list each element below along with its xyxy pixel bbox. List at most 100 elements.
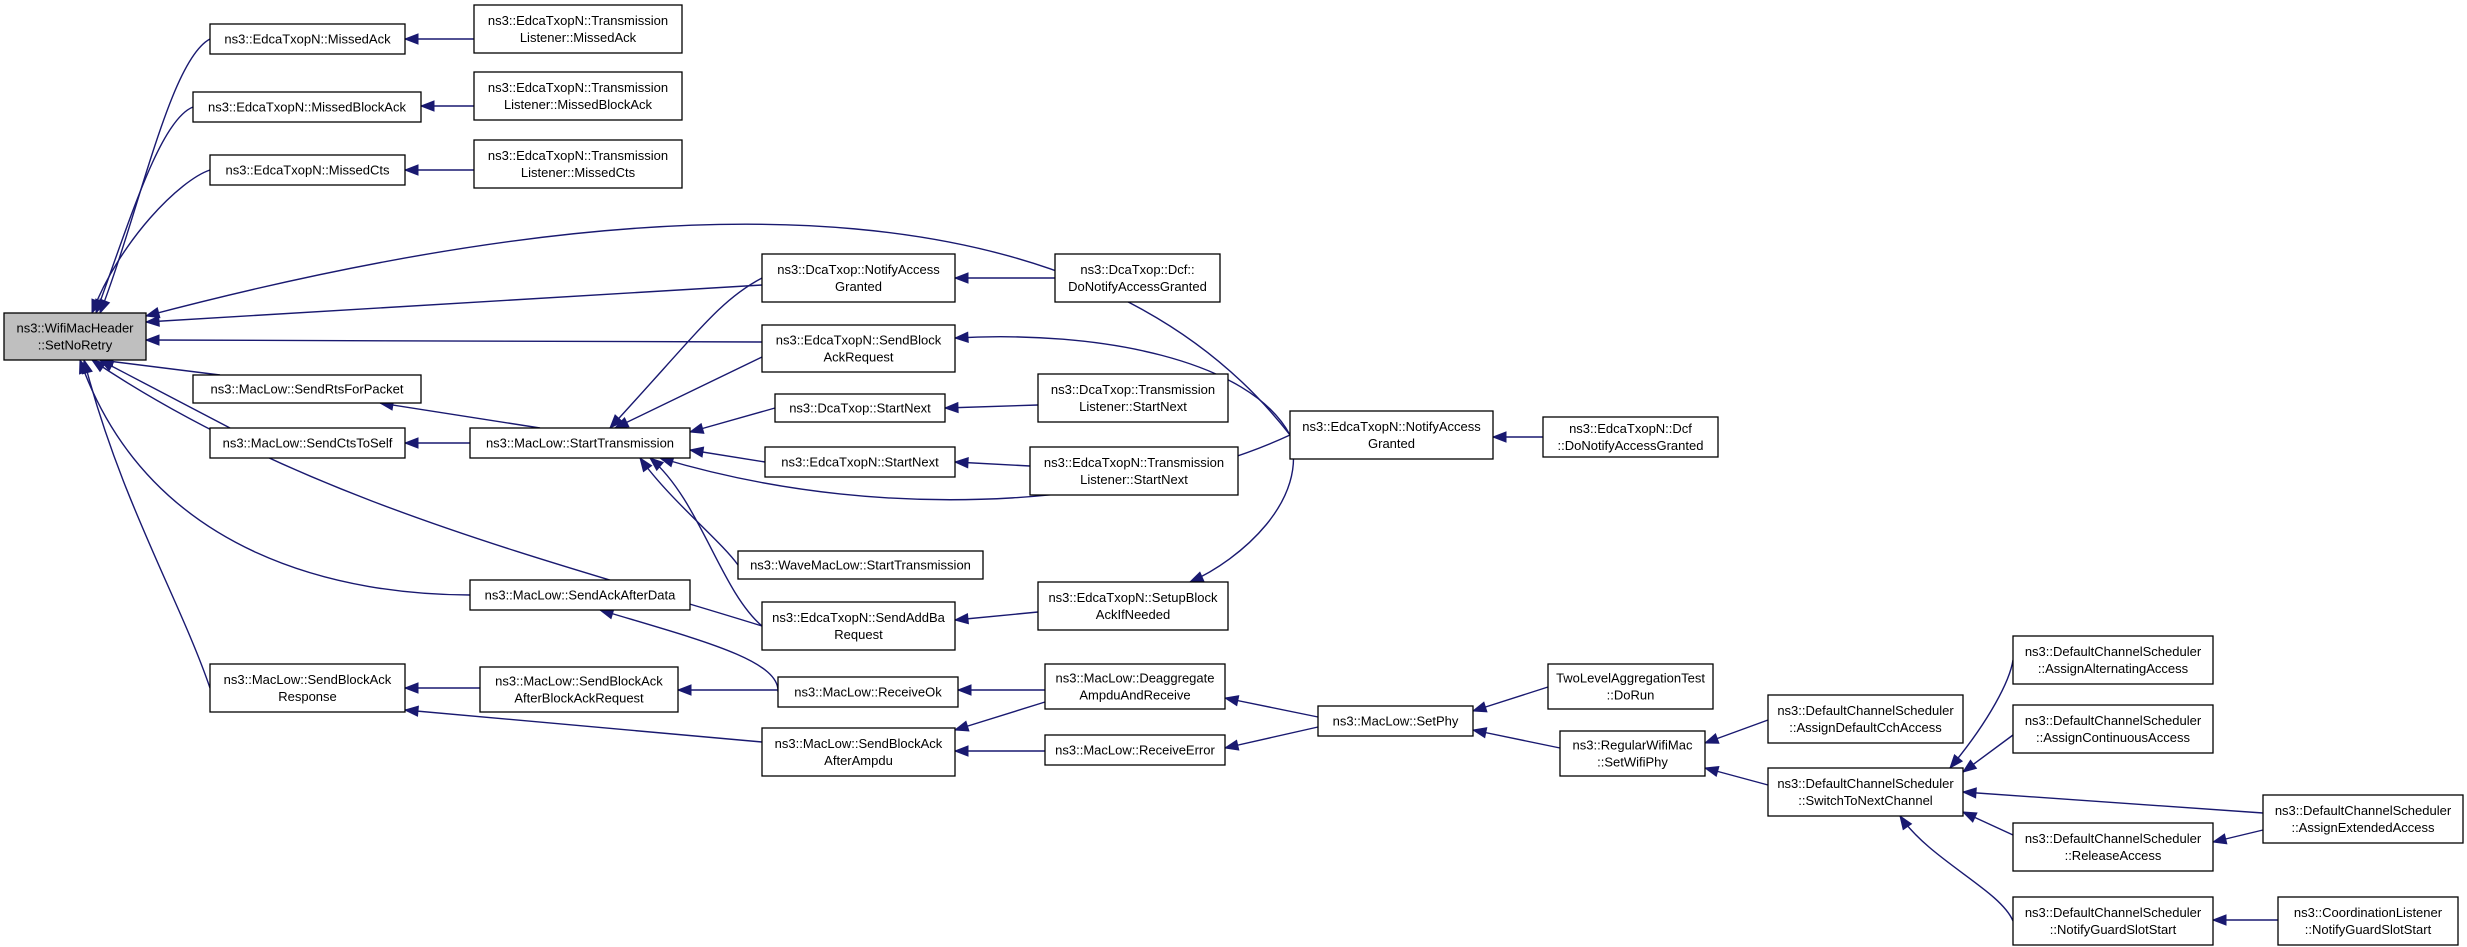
node-rwmSetWifiPhy[interactable]: ns3::RegularWifiMac::SetWifiPhy [1559,730,1706,777]
node-tlMissedCts[interactable]: ns3::EdcaTxopN::TransmissionListener::Mi… [473,139,683,189]
node-label: ns3::DcaTxop::NotifyAccess [777,262,940,277]
node-box [2262,794,2464,844]
node-dtNotify[interactable]: ns3::DcaTxop::NotifyAccessGranted [761,253,956,303]
arrowhead [688,446,705,458]
node-eNotify[interactable]: ns3::EdcaTxopN::NotifyAccessGranted [1289,410,1494,460]
node-label: ns3::WaveMacLow::StartTransmission [750,558,971,573]
node-dcsAssignExt[interactable]: ns3::DefaultChannelScheduler::AssignExte… [2262,794,2464,844]
node-box [2012,896,2214,946]
node-label: ns3::DefaultChannelScheduler [1777,703,1954,718]
node-waveStartTx[interactable]: ns3::WaveMacLow::StartTransmission [737,550,984,580]
edge-dtTlStartNext-to-dtStartNext [944,404,1039,409]
arrowhead [1471,727,1488,739]
node-label: ns3::MacLow::SetPhy [1333,714,1459,729]
arrowhead [953,720,970,732]
node-label: ::AssignAlternatingAccess [2038,661,2189,676]
arrowhead [639,456,653,473]
node-box [473,4,683,54]
node-box [1044,734,1226,766]
edge-dtNotify-to-mlStartTx [609,277,763,429]
node-dtStartNext[interactable]: ns3::DcaTxop::StartNext [774,393,946,423]
node-label: ns3::WifiMacHeader [16,321,134,336]
node-box [737,550,984,580]
node-label: ns3::EdcaTxopN::MissedCts [225,163,390,178]
node-mlStartTx[interactable]: ns3::MacLow::StartTransmission [469,427,691,459]
node-dtTlStartNext[interactable]: ns3::DcaTxop::TransmissionListener::Star… [1037,373,1229,423]
arrowhead [953,456,969,469]
edge-mlSendBAAfterAmpdu-to-mlSendBAResp [404,709,763,743]
node-label: ns3::MacLow::ReceiveError [1055,743,1215,758]
node-label: DoNotifyAccessGranted [1068,279,1207,294]
node-box [1037,581,1229,631]
node-label: ns3::EdcaTxopN::Transmission [488,80,668,95]
edge-eNotify-to-eSendBAR [954,336,1291,436]
node-label: ::AssignDefaultCchAccess [1789,720,1942,735]
node-tlMissedAck[interactable]: ns3::EdcaTxopN::TransmissionListener::Mi… [473,4,683,54]
node-tlMissedBA[interactable]: ns3::EdcaTxopN::TransmissionListener::Mi… [473,71,683,121]
node-root[interactable]: ns3::WifiMacHeader::SetNoRetry [3,312,147,361]
node-box [469,427,691,459]
node-eDcfNotify[interactable]: ns3::EdcaTxopN::Dcf::DoNotifyAccessGrant… [1542,416,1719,458]
node-label: ns3::RegularWifiMac [1573,738,1693,753]
node-label: ns3::MacLow::SendBlockAck [775,736,943,751]
node-mlSendBAAfterBAR[interactable]: ns3::MacLow::SendBlockAckAfterBlockAckRe… [479,666,679,713]
node-label: ::SetWifiPhy [1597,755,1668,770]
node-label: ns3::CoordinationListener [2294,905,2443,920]
node-clNotifyGuard[interactable]: ns3::CoordinationListener::NotifyGuardSl… [2277,896,2459,946]
node-dcsSwitch[interactable]: ns3::DefaultChannelScheduler::SwitchToNe… [1767,767,1964,817]
node-dcsNotifyGuard[interactable]: ns3::DefaultChannelScheduler::NotifyGuar… [2012,896,2214,946]
node-box [209,427,406,459]
arrowhead [953,272,969,284]
node-label: ns3::MacLow::StartTransmission [486,436,674,451]
edge-eSendBAR-to-mlStartTx [614,356,763,429]
edge-eSendAddBa-to-mlStartTx [649,457,763,627]
node-dcsAssignCont[interactable]: ns3::DefaultChannelScheduler::AssignCont… [2012,704,2214,754]
node-label: ns3::MacLow::ReceiveOk [794,685,942,700]
node-mlReceiveError[interactable]: ns3::MacLow::ReceiveError [1044,734,1226,766]
node-box [2277,896,2459,946]
node-label: Listener::StartNext [1079,399,1187,414]
node-label: ::DoNotifyAccessGranted [1558,438,1704,453]
edge-dtStartNext-to-mlStartTx [689,407,776,433]
node-dcsAssignAlt[interactable]: ns3::DefaultChannelScheduler::AssignAlte… [2012,635,2214,685]
arrowhead [403,682,419,694]
node-eMissedCts[interactable]: ns3::EdcaTxopN::MissedCts [209,154,406,186]
node-label: ns3::EdcaTxopN::Transmission [488,13,668,28]
arrowhead [403,33,419,45]
arrowhead [144,307,161,319]
node-box [1289,410,1494,460]
node-eMissedBA[interactable]: ns3::EdcaTxopN::MissedBlockAck [192,91,422,123]
node-mlSendAck[interactable]: ns3::MacLow::SendAckAfterData [469,579,691,611]
edge-mlSendAck-to-root [79,359,471,596]
node-mlSendCts[interactable]: ns3::MacLow::SendCtsToSelf [209,427,406,459]
node-mlSetPhy[interactable]: ns3::MacLow::SetPhy [1317,705,1474,737]
node-label: ::SetNoRetry [38,338,113,353]
node-box [761,601,956,651]
node-dtDcfNotify[interactable]: ns3::DcaTxop::Dcf::DoNotifyAccessGranted [1054,253,1221,303]
node-tlaDoRun[interactable]: TwoLevelAggregationTest::DoRun [1547,663,1714,710]
arrowhead [403,705,419,717]
node-eTlStartNext[interactable]: ns3::EdcaTxopN::TransmissionListener::St… [1029,446,1239,496]
node-label: ns3::DefaultChannelScheduler [2025,831,2202,846]
node-dcsRelease[interactable]: ns3::DefaultChannelScheduler::ReleaseAcc… [2012,822,2214,872]
arrowhead [953,613,969,625]
node-label: ns3::EdcaTxopN::MissedBlockAck [208,100,406,115]
edge-dtNotify-to-root [145,284,763,323]
node-eMissedAck[interactable]: ns3::EdcaTxopN::MissedAck [209,23,406,55]
node-dcsAssignDefault[interactable]: ns3::DefaultChannelScheduler::AssignDefa… [1767,694,1964,744]
arrowhead [676,684,692,696]
node-eStartNext[interactable]: ns3::EdcaTxopN::StartNext [764,446,956,478]
node-box [1542,416,1719,458]
node-label: AckRequest [823,350,893,365]
arrowhead [91,298,103,315]
node-mlReceiveOk[interactable]: ns3::MacLow::ReceiveOk [777,676,959,708]
node-box [209,663,406,713]
node-mlSendRts[interactable]: ns3::MacLow::SendRtsForPacket [192,374,422,404]
node-label: ns3::EdcaTxopN::Dcf [1569,421,1692,436]
